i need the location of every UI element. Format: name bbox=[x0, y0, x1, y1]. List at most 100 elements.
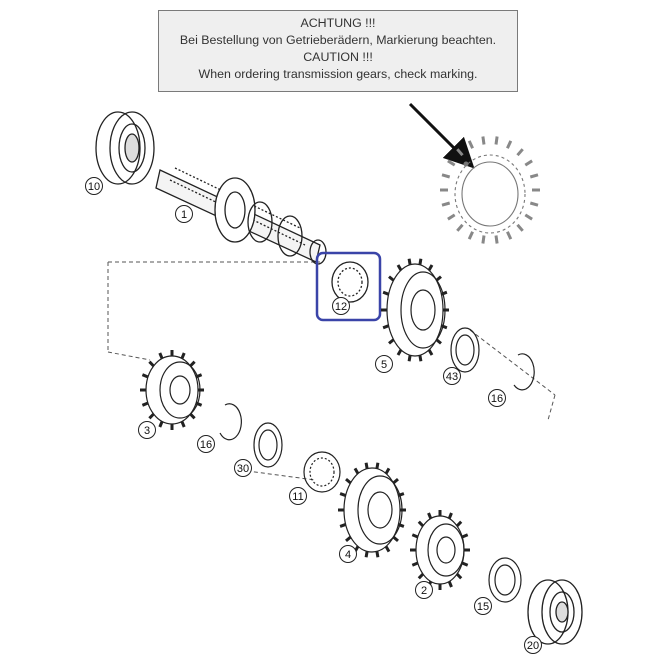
callout-1: 1 bbox=[175, 205, 193, 223]
gear-tooth bbox=[524, 213, 533, 221]
gear-tooth bbox=[397, 522, 405, 528]
callout-10-label: 10 bbox=[88, 181, 100, 193]
callout-16-right: 16 bbox=[488, 389, 506, 407]
gear-tooth bbox=[364, 551, 369, 558]
gear-tooth bbox=[384, 545, 391, 553]
circlip-16-left bbox=[219, 403, 242, 441]
gear-4-teeth bbox=[338, 462, 406, 558]
gear-tooth bbox=[481, 136, 486, 145]
gear-tooth bbox=[435, 338, 442, 345]
gear-tooth bbox=[364, 462, 369, 469]
gear-tooth bbox=[411, 533, 419, 539]
gear-tooth bbox=[417, 520, 425, 528]
washer-30 bbox=[253, 422, 283, 468]
callout-4: 4 bbox=[339, 545, 357, 563]
gear-5 bbox=[381, 258, 449, 362]
gear-tooth bbox=[467, 140, 474, 149]
gear-tooth bbox=[180, 352, 186, 360]
callout-43: 43 bbox=[443, 367, 461, 385]
gear-2-teeth bbox=[410, 510, 470, 590]
gear-tooth bbox=[396, 264, 403, 271]
callout-10: 10 bbox=[85, 177, 103, 195]
gear-tooth bbox=[461, 533, 469, 539]
gear-tooth bbox=[447, 159, 456, 167]
gear-tooth bbox=[382, 324, 390, 330]
callout-15: 15 bbox=[474, 597, 492, 615]
gear-4 bbox=[338, 462, 406, 558]
gear-tooth bbox=[158, 352, 164, 360]
bearing-20 bbox=[527, 579, 583, 645]
assembly-dashed-lines bbox=[107, 261, 556, 481]
callout-3-label: 3 bbox=[144, 425, 150, 437]
gear-tooth bbox=[411, 561, 419, 567]
gear-tooth bbox=[388, 275, 395, 282]
gear-tooth bbox=[180, 420, 186, 428]
washer-15 bbox=[488, 557, 522, 603]
gear-tooth bbox=[141, 373, 149, 379]
gear-tooth bbox=[427, 512, 433, 520]
gear-tooth bbox=[447, 580, 453, 588]
gear-tooth bbox=[529, 201, 539, 207]
callout-20-label: 20 bbox=[527, 640, 539, 652]
gear-tooth bbox=[345, 535, 352, 543]
callout-2-label: 2 bbox=[421, 585, 427, 597]
needle-bearing-11 bbox=[303, 451, 341, 493]
gear-tooth bbox=[382, 290, 390, 296]
callout-16-right-label: 16 bbox=[491, 393, 503, 405]
callout-5-label: 5 bbox=[381, 359, 387, 371]
gear-3 bbox=[140, 350, 204, 430]
gear-tooth bbox=[189, 412, 196, 420]
gear-tooth bbox=[455, 520, 463, 528]
gear-tooth bbox=[392, 477, 399, 485]
callout-15-label: 15 bbox=[477, 601, 489, 613]
gear-tooth bbox=[481, 235, 486, 244]
notice-line-4: When ordering transmission gears, check … bbox=[198, 67, 478, 81]
callout-20: 20 bbox=[524, 636, 542, 654]
gear-tooth bbox=[461, 561, 469, 567]
callout-1-label: 1 bbox=[181, 209, 187, 221]
gear-tooth bbox=[407, 355, 412, 362]
gear-tooth bbox=[494, 235, 499, 244]
gear-tooth bbox=[339, 522, 347, 528]
gear-tooth bbox=[189, 360, 196, 368]
callout-30-label: 30 bbox=[237, 463, 249, 475]
gear-tooth bbox=[447, 213, 456, 221]
callout-16-left-label: 16 bbox=[200, 439, 212, 451]
gear-2 bbox=[410, 510, 470, 590]
gear-tooth bbox=[388, 338, 395, 345]
gear-tooth bbox=[195, 373, 203, 379]
washer-43 bbox=[450, 327, 480, 373]
callout-16-left: 16 bbox=[197, 435, 215, 453]
gear-tooth bbox=[392, 535, 399, 543]
gear-tooth bbox=[353, 467, 360, 475]
notice-line-1: ACHTUNG !!! bbox=[300, 16, 376, 30]
gear-tooth bbox=[456, 223, 464, 232]
gear-5-teeth bbox=[381, 258, 449, 362]
gear-tooth bbox=[158, 420, 164, 428]
reference-gear-marking bbox=[440, 136, 540, 244]
gear-tooth bbox=[456, 148, 464, 157]
gear-tooth bbox=[418, 258, 423, 265]
gear-tooth bbox=[417, 572, 425, 580]
gear-tooth bbox=[441, 201, 451, 207]
gear-tooth bbox=[375, 551, 380, 558]
callout-labels: 10 1 12 5 43 16 bbox=[85, 177, 542, 654]
gear-tooth bbox=[427, 264, 434, 271]
gear-tooth bbox=[427, 349, 434, 356]
gear-tooth bbox=[397, 492, 405, 498]
gear-tooth bbox=[529, 173, 539, 179]
gear-tooth bbox=[455, 572, 463, 580]
notice-line-2: Bei Bestellung von Getrieberädern, Marki… bbox=[179, 33, 497, 47]
gear-tooth bbox=[524, 159, 533, 167]
bearing-10 bbox=[95, 111, 155, 185]
gear-tooth bbox=[467, 231, 474, 240]
callout-43-label: 43 bbox=[446, 371, 458, 383]
callout-5: 5 bbox=[375, 355, 393, 373]
callout-11: 11 bbox=[289, 487, 307, 505]
gear-3-teeth bbox=[140, 350, 204, 430]
callout-3: 3 bbox=[138, 421, 156, 439]
callout-12: 12 bbox=[332, 297, 350, 315]
gear-tooth bbox=[506, 140, 513, 149]
gear-tooth bbox=[396, 349, 403, 356]
